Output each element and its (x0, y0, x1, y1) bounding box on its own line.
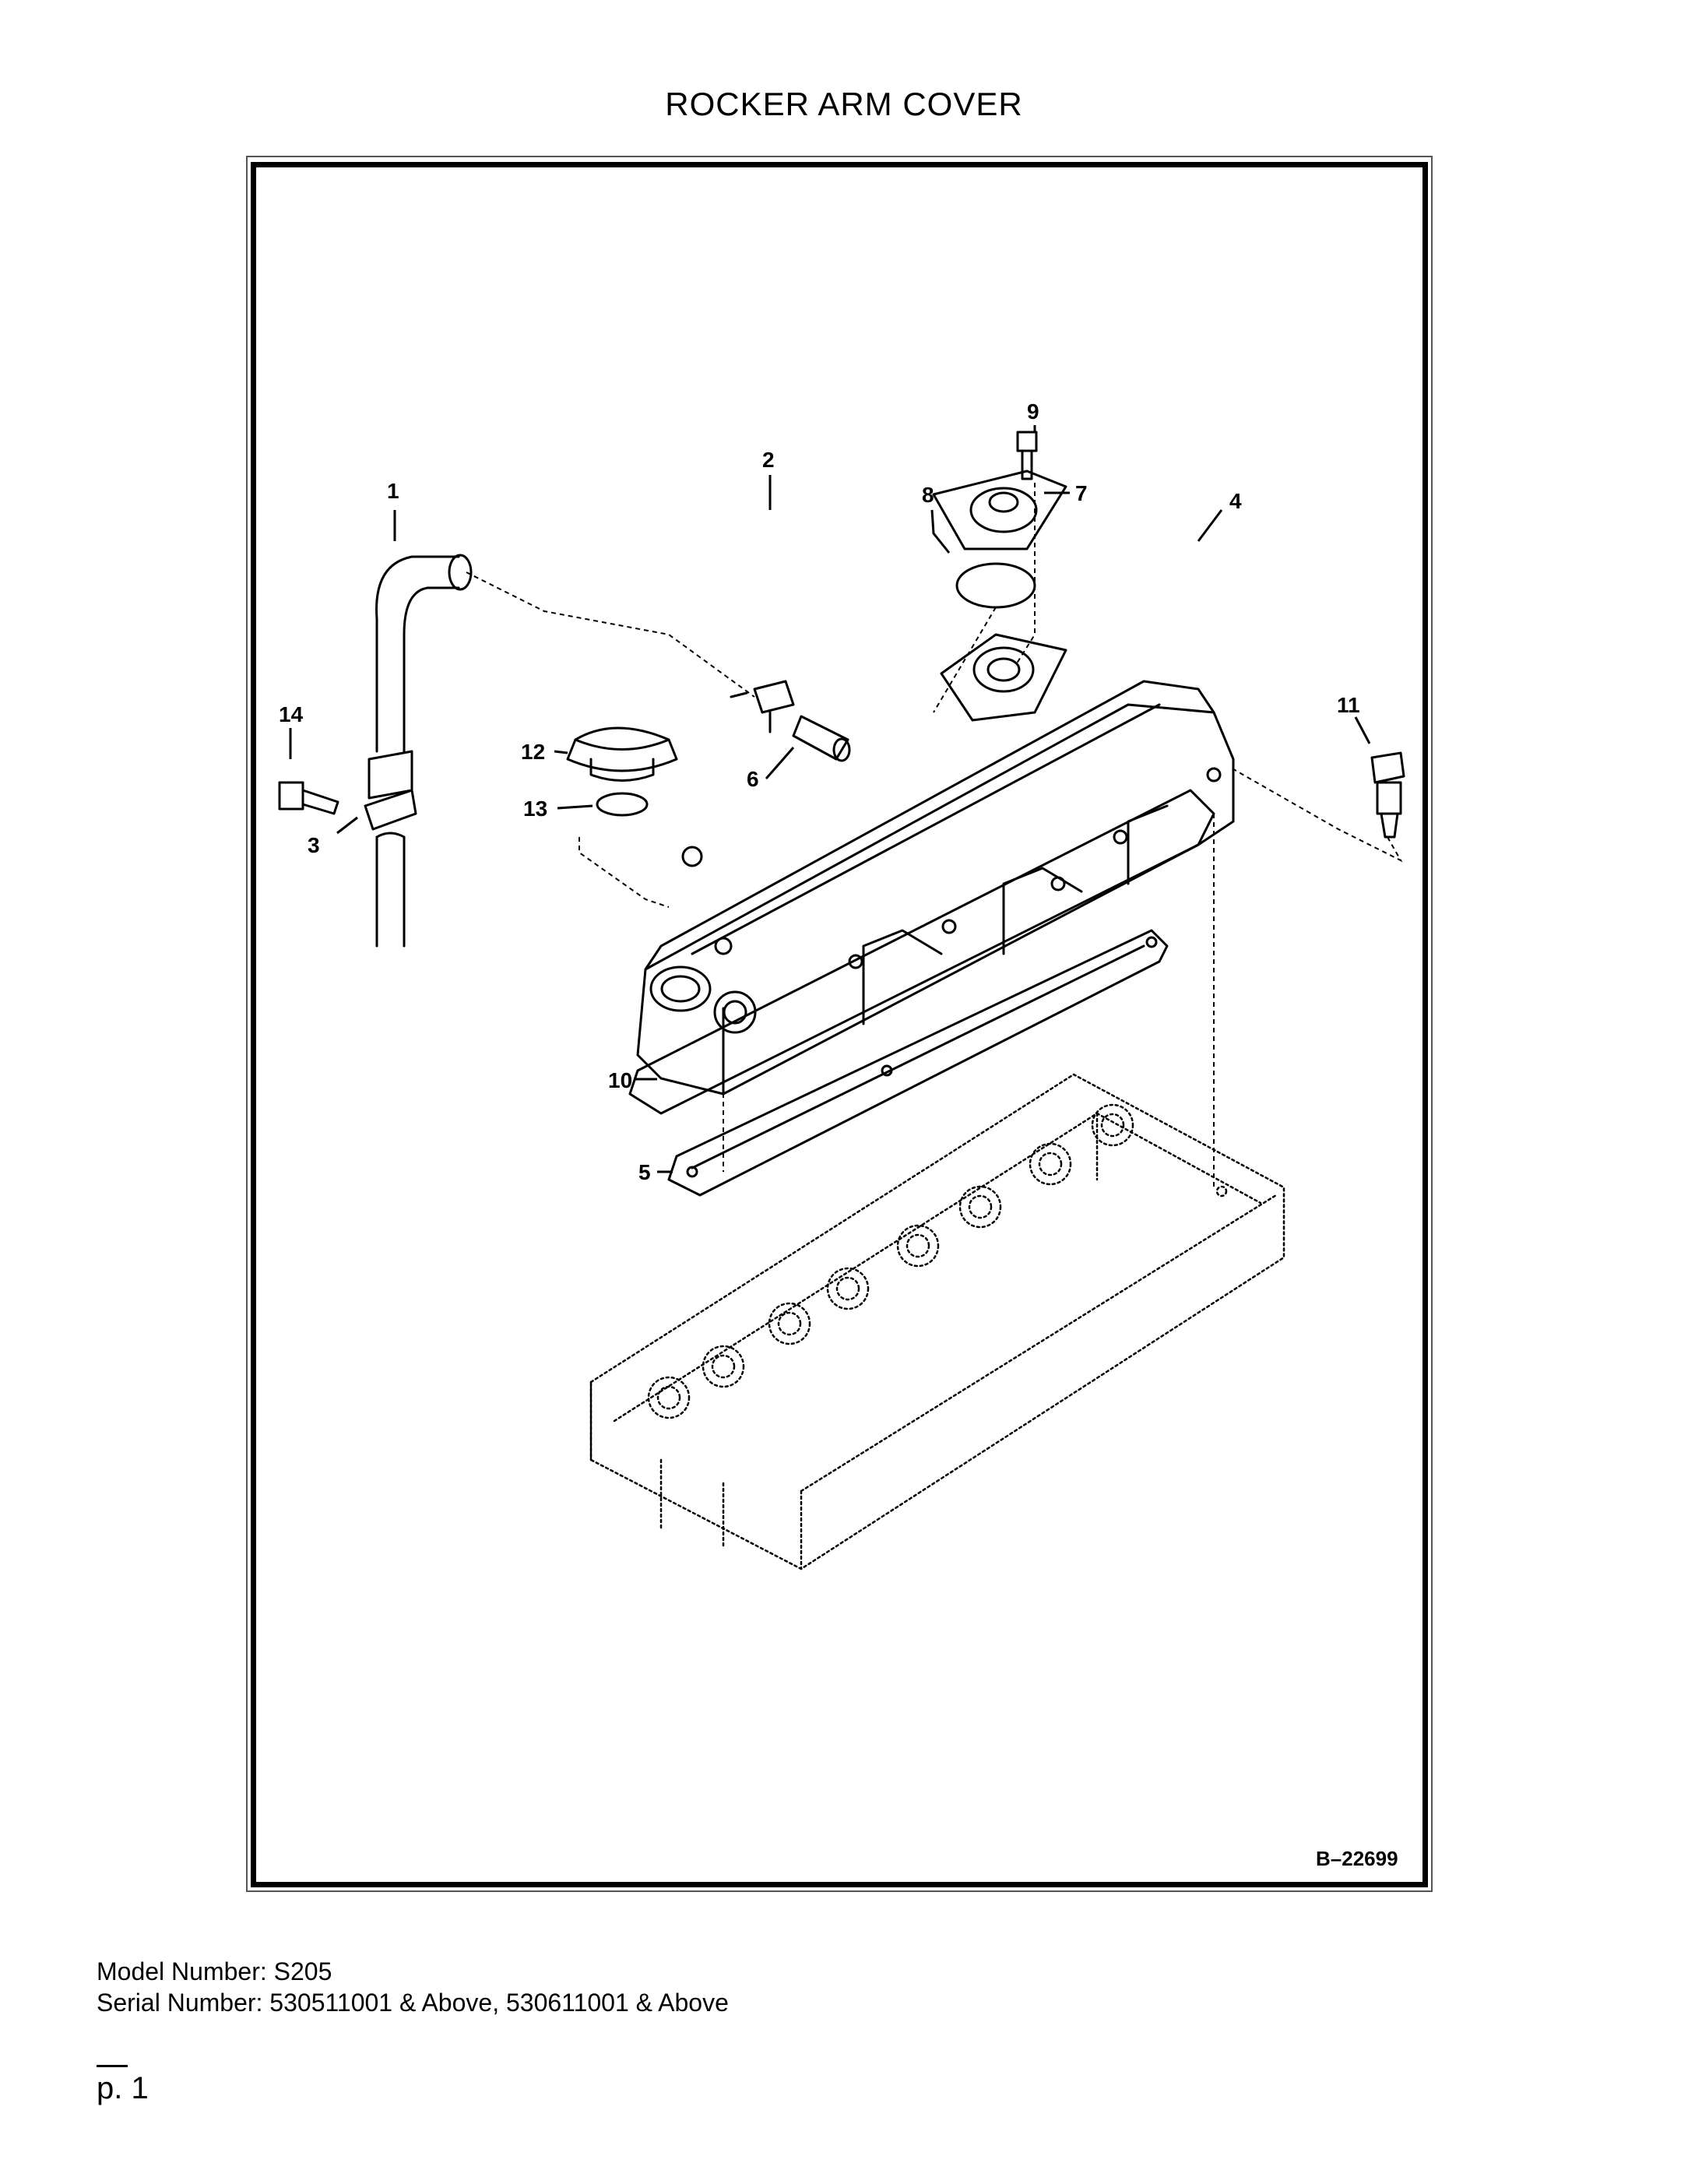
clamp-bolt (278, 781, 339, 815)
callout-4: 4 (1229, 489, 1242, 513)
figure-frame-outer (246, 156, 1433, 1892)
callout-6: 6 (747, 767, 759, 791)
callout-8: 8 (922, 483, 934, 507)
model-info: Model Number: S205 Serial Number: 530511… (97, 1956, 729, 2018)
breather-cover (932, 470, 1067, 550)
lower-gasket (667, 929, 1169, 1197)
serial-number: Serial Number: 530511001 & Above, 530611… (97, 1989, 729, 2017)
callout-11: 11 (1337, 693, 1360, 717)
callout-2: 2 (762, 448, 775, 472)
figure-frame (251, 162, 1428, 1887)
callout-1: 1 (387, 479, 399, 503)
callout-5: 5 (638, 1160, 651, 1184)
callout-7: 7 (1075, 481, 1088, 505)
callout-10: 10 (608, 1068, 632, 1092)
page-number: p. 1 (97, 2071, 149, 2105)
figure-id: B–22699 (1316, 1847, 1398, 1870)
callout-13: 13 (523, 797, 547, 821)
short-pipe (792, 715, 851, 762)
callout-14: 14 (279, 702, 304, 726)
exploded-parts-diagram: 1 2 3 4 5 6 7 8 9 10 11 12 13 14 (256, 167, 1422, 1882)
leader-lines (466, 483, 1403, 1187)
callout-9: 9 (1027, 399, 1039, 424)
o-ring-8 (955, 562, 1036, 609)
elbow-fitting (730, 680, 795, 733)
cylinder-head (589, 1073, 1285, 1570)
bolt-9 (1016, 431, 1038, 480)
bolt-11 (1370, 751, 1405, 839)
model-number: Model Number: S205 (97, 1957, 332, 1985)
o-ring-13 (596, 792, 649, 817)
breather-hose (375, 554, 473, 948)
breather-plate (940, 633, 1067, 722)
callout-12: 12 (521, 740, 545, 764)
page-title: ROCKER ARM COVER (665, 86, 1023, 122)
oil-filler-cap (566, 726, 678, 782)
callout-3: 3 (308, 833, 320, 857)
hose-clamp (364, 750, 417, 831)
page-rule (97, 2065, 128, 2067)
rocker-arm-cover (636, 680, 1235, 1096)
